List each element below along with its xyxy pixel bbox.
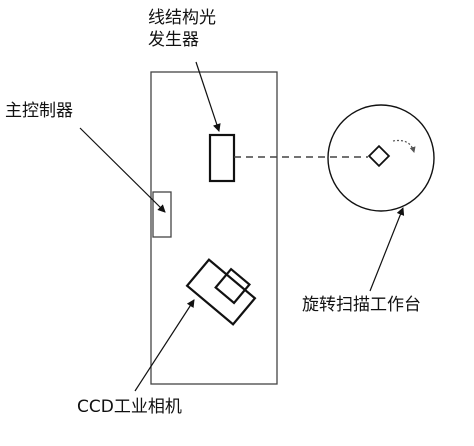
workpiece-diamond [367, 144, 391, 168]
rotary-table-label: 旋转扫描工作台 [302, 295, 421, 315]
light-generator-label-line1: 线结构光 [148, 8, 216, 28]
leader-light-generator [195, 61, 221, 132]
device-housing [150, 71, 278, 385]
leader-rotary-table [369, 207, 405, 292]
light-generator-label-line2: 发生器 [148, 30, 199, 50]
ccd-camera-shape [185, 258, 257, 326]
rotary-table-circle [327, 104, 435, 212]
leader-main-controller [79, 127, 166, 213]
main-controller-box [152, 191, 172, 238]
rotation-arrow [392, 139, 416, 153]
light-generator-label: 线结构光 发生器 [148, 7, 224, 51]
leader-ccd-camera [134, 299, 195, 392]
light-generator-box [208, 133, 236, 183]
ccd-camera-label: CCD工业相机 [77, 397, 182, 417]
main-controller-label: 主控制器 [5, 101, 73, 121]
